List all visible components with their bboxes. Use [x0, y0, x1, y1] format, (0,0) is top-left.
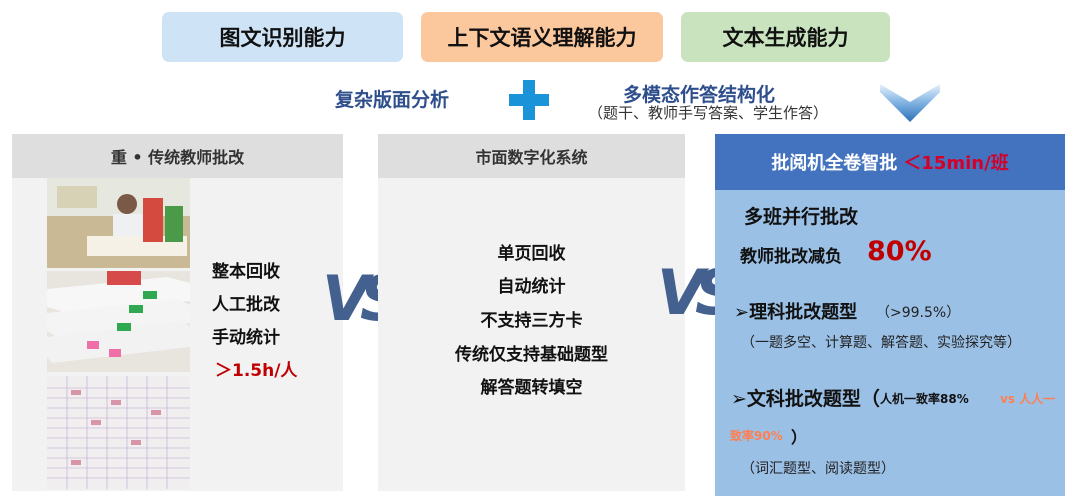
- traditional-item: 人工批改: [212, 295, 280, 315]
- science-types-detail: （一题多空、计算题、解答题、实验探究等）: [741, 335, 1021, 351]
- capability-context: 上下文语义理解能力: [421, 12, 663, 62]
- liberal-consistency: 人机一致率88%: [880, 392, 969, 406]
- capability-ocr: 图文识别能力: [162, 12, 403, 62]
- liberal-types-label: ➢文科批改题型（: [731, 388, 880, 410]
- science-accuracy: （>99.5%）: [876, 305, 961, 321]
- capability-generation: 文本生成能力: [681, 12, 890, 62]
- traditional-item: 手动统计: [212, 328, 280, 348]
- teacher-grading-photo: [47, 178, 190, 268]
- workload-reduce-value: 80%: [867, 236, 932, 267]
- digital-panel: [378, 178, 685, 491]
- liberal-human-rate: 致率90%: [730, 429, 783, 443]
- capability-ocr-label: 图文识别能力: [219, 26, 346, 50]
- plus-icon: [509, 80, 549, 120]
- arrow-down-icon: [880, 84, 940, 122]
- score-sheet-photo: [47, 376, 190, 489]
- digital-item: 自动统计: [497, 277, 566, 297]
- traditional-header: 重 • 传统教师批改: [12, 134, 343, 178]
- digital-item: 单页回收: [497, 244, 566, 264]
- traditional-header-label: 重 • 传统教师批改: [110, 148, 245, 167]
- digital-limitation: 不支持三方卡: [480, 311, 583, 331]
- machine-panel: [715, 190, 1065, 496]
- liberal-vs-human: vs 人人一: [1000, 392, 1056, 406]
- traditional-time: ＞1.5h/人: [215, 361, 298, 381]
- machine-header-time: ＜15min/班: [903, 153, 1009, 174]
- traditional-item: 整本回收: [212, 262, 280, 282]
- multi-class-label: 多班并行批改: [744, 206, 859, 228]
- workload-reduce-label: 教师批改减负: [740, 247, 842, 267]
- capability-context-label: 上下文语义理解能力: [447, 26, 637, 50]
- digital-limitation: 传统仅支持基础题型: [455, 345, 608, 365]
- capability-generation-label: 文本生成能力: [722, 26, 849, 50]
- digital-header: 市面数字化系统: [378, 134, 685, 178]
- liberal-close-paren: ）: [791, 428, 808, 447]
- digital-header-label: 市面数字化系统: [475, 148, 588, 167]
- liberal-types-detail: （词汇题型、阅读题型）: [741, 461, 895, 477]
- machine-header: 批阅机全卷智批 ＜15min/班: [715, 134, 1065, 190]
- stacked-exam-papers-photo: [47, 271, 190, 372]
- machine-header-label: 批阅机全卷智批: [771, 153, 898, 174]
- multimodal-label: 多模态作答结构化: [623, 84, 776, 106]
- multimodal-sublabel: （题干、教师手写答案、学生作答）: [588, 104, 829, 122]
- layout-analysis-label: 复杂版面分析: [335, 89, 450, 111]
- digital-limitation: 解答题转填空: [480, 378, 583, 398]
- science-types-label: ➢理科批改题型: [734, 302, 858, 323]
